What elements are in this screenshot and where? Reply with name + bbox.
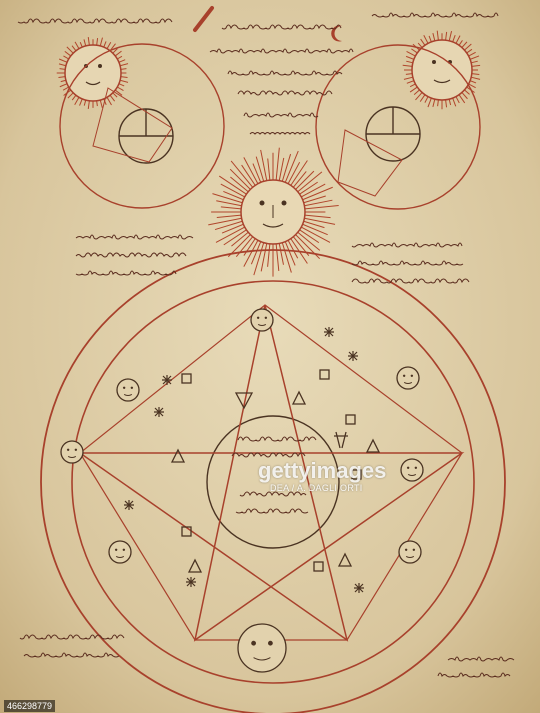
getty-watermark: gettyimages (258, 458, 387, 483)
top-right-sun (402, 30, 481, 110)
top-left-sun (56, 36, 129, 110)
central-sun (208, 147, 339, 277)
image-id: 466298779 (4, 700, 56, 712)
top-right-orbit-circle (315, 44, 481, 210)
inner-symbols (170, 369, 381, 573)
top-left-orbit-circle (59, 43, 225, 209)
outer-zodiac-ring (40, 249, 506, 713)
star-marks (124, 327, 364, 593)
moon-medallions (60, 308, 424, 673)
photo-credit: DEA / A. DAGLI ORTI (270, 483, 363, 493)
handwritten-script (17, 12, 515, 678)
